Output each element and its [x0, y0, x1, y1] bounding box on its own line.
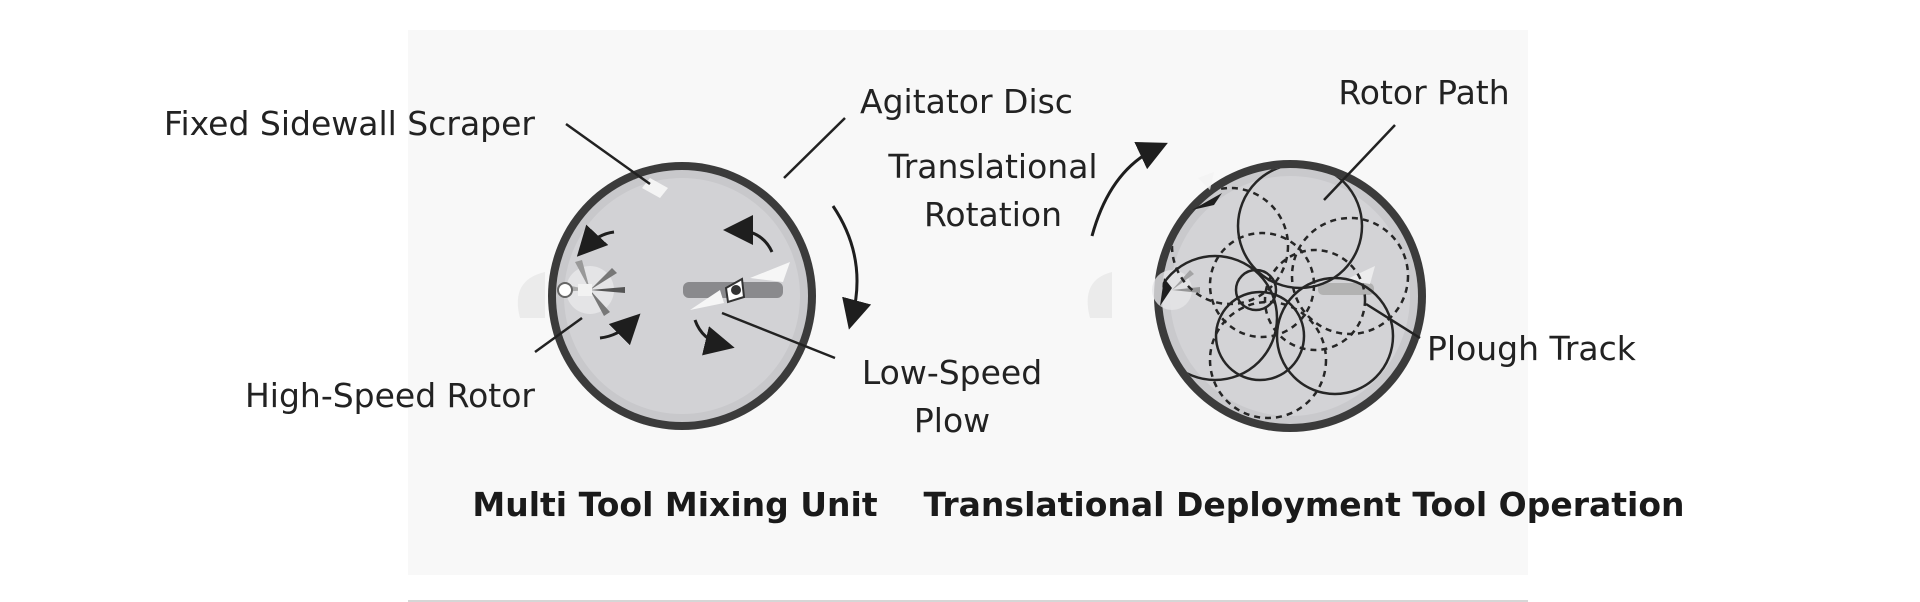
label-high-speed-rotor: High-Speed Rotor — [245, 376, 535, 415]
path-arrow-top — [1192, 193, 1222, 210]
leader-scraper — [565, 122, 651, 186]
leader-plough-track — [1365, 302, 1421, 340]
label-fixed-sidewall-scraper: Fixed Sidewall Scraper — [164, 104, 536, 143]
caption-multi-tool-mixing-unit: Multi Tool Mixing Unit — [472, 485, 877, 524]
label-translational: Translational — [887, 147, 1097, 186]
label-rotor-path: Rotor Path — [1338, 73, 1509, 112]
rotation-arrow-2 — [599, 313, 641, 346]
label-plow: Plow — [914, 401, 990, 440]
label-plough-track: Plough Track — [1427, 329, 1637, 368]
disc-rotation-arrow — [831, 205, 872, 330]
path-arrow-left — [1160, 278, 1172, 306]
leader-rotor — [534, 316, 583, 354]
rotation-arrow-4 — [693, 319, 735, 356]
path-loops — [1162, 168, 1410, 420]
translational-deployment-tool: Rotor Path Translational Rotation Plough… — [887, 73, 1684, 524]
leader-plow — [721, 311, 836, 360]
translational-rotation-arrow — [1090, 142, 1168, 237]
leader-rotor-path — [1323, 124, 1396, 201]
caption-translational-deployment: Translational Deployment Tool Operation — [924, 485, 1685, 524]
multi-tool-mixing-unit: Fixed Sidewall Scraper Agitator Disc Hig… — [164, 82, 1073, 524]
low-speed-plow — [683, 262, 790, 310]
ghost-shadow-right — [1087, 272, 1112, 318]
rotation-arrow-1 — [576, 224, 615, 257]
high-speed-rotor — [557, 260, 625, 316]
leader-agitator — [783, 117, 846, 179]
label-rotation: Rotation — [924, 195, 1062, 234]
label-low-speed: Low-Speed — [862, 353, 1042, 392]
ghost-shadow-left — [517, 272, 545, 318]
vessel-inner-right — [1170, 176, 1410, 416]
label-agitator-disc: Agitator Disc — [860, 82, 1073, 121]
rotation-arrow-3 — [723, 215, 774, 253]
